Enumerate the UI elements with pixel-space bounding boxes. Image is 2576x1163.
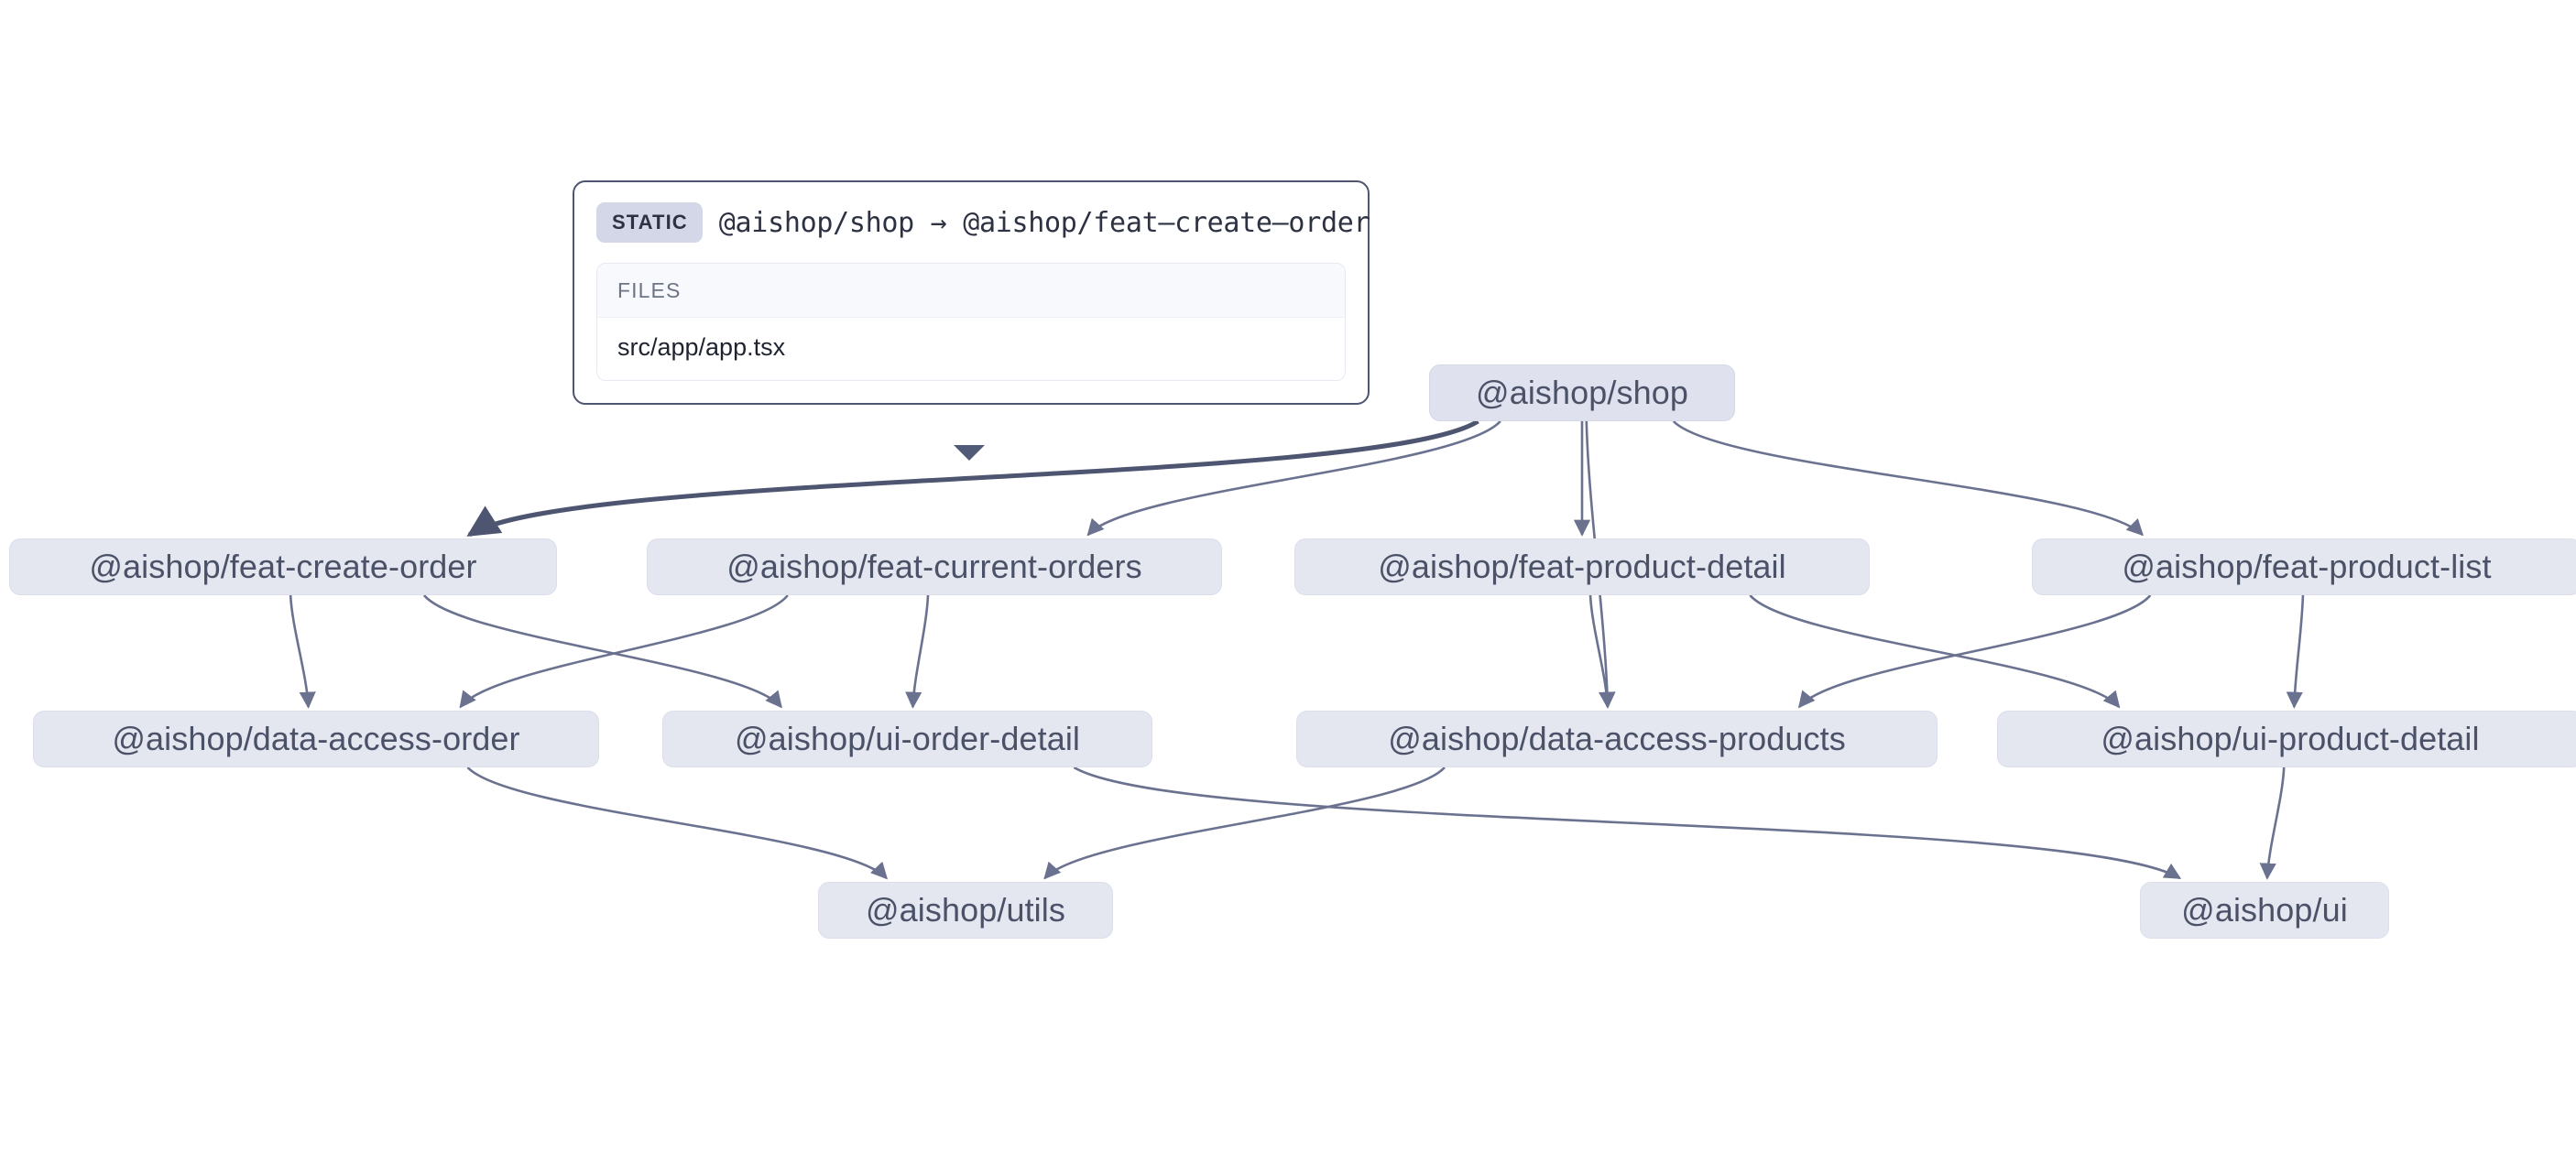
graph-edge-feat-product-list-to-ui-product-detail[interactable] (2294, 595, 2303, 707)
graph-node-ui[interactable]: @aishop/ui (2140, 882, 2389, 939)
edge-detail-tooltip[interactable]: STATIC @aishop/shop → @aishop/feat–creat… (573, 180, 1370, 405)
files-list: src/app/app.tsx (597, 318, 1345, 380)
graph-node-feat-product-detail[interactable]: @aishop/feat-product-detail (1294, 538, 1870, 595)
graph-node-ui-order-detail[interactable]: @aishop/ui-order-detail (662, 711, 1152, 767)
graph-node-ui-product-detail[interactable]: @aishop/ui-product-detail (1997, 711, 2576, 767)
graph-edge-feat-product-detail-to-ui-product-detail[interactable] (1750, 595, 2119, 707)
graph-node-label: @aishop/shop (1476, 374, 1688, 412)
graph-node-label: @aishop/feat-current-orders (726, 548, 1141, 586)
files-panel: FILES src/app/app.tsx (596, 263, 1346, 381)
graph-edge-feat-product-list-to-data-access-products[interactable] (1799, 595, 2150, 707)
tooltip-title: @aishop/shop → @aishop/feat–create–order (719, 207, 1370, 239)
graph-node-label: @aishop/data-access-products (1388, 720, 1846, 758)
tooltip-pointer-triangle (954, 445, 985, 461)
graph-node-data-access-products[interactable]: @aishop/data-access-products (1296, 711, 1937, 767)
graph-edge-feat-current-orders-to-data-access-order[interactable] (461, 595, 788, 707)
graph-node-label: @aishop/feat-product-detail (1378, 548, 1786, 586)
graph-node-feat-current-orders[interactable]: @aishop/feat-current-orders (647, 538, 1222, 595)
graph-node-shop[interactable]: @aishop/shop (1429, 364, 1735, 421)
graph-edge-feat-current-orders-to-ui-order-detail[interactable] (912, 595, 928, 707)
graph-node-label: @aishop/data-access-order (112, 720, 519, 758)
status-badge: STATIC (596, 202, 703, 243)
graph-node-data-access-order[interactable]: @aishop/data-access-order (33, 711, 599, 767)
graph-node-label: @aishop/feat-product-list (2122, 548, 2491, 586)
graph-node-feat-create-order[interactable]: @aishop/feat-create-order (9, 538, 557, 595)
graph-edge-shop-to-feat-product-list[interactable] (1674, 421, 2143, 535)
tooltip-header: STATIC @aishop/shop → @aishop/feat–creat… (596, 202, 1346, 243)
graph-edge-feat-create-order-to-data-access-order[interactable] (290, 595, 308, 707)
graph-node-label: @aishop/ui (2181, 891, 2348, 929)
graph-node-label: @aishop/ui-product-detail (2101, 720, 2479, 758)
file-row[interactable]: src/app/app.tsx (597, 318, 1345, 380)
graph-node-label: @aishop/ui-order-detail (735, 720, 1080, 758)
graph-node-label: @aishop/feat-create-order (89, 548, 476, 586)
graph-edge-feat-create-order-to-ui-order-detail[interactable] (424, 595, 781, 707)
graph-node-feat-product-list[interactable]: @aishop/feat-product-list (2032, 538, 2576, 595)
graph-edge-ui-product-detail-to-ui[interactable] (2267, 767, 2284, 878)
graph-edge-data-access-products-to-utils[interactable] (1044, 767, 1444, 878)
graph-edge-shop-to-feat-create-order[interactable] (469, 421, 1478, 535)
files-panel-header: FILES (597, 264, 1345, 318)
graph-edge-data-access-order-to-utils[interactable] (468, 767, 887, 878)
graph-node-utils[interactable]: @aishop/utils (818, 882, 1113, 939)
graph-edge-shop-to-feat-current-orders[interactable] (1088, 421, 1501, 535)
graph-node-label: @aishop/utils (866, 891, 1065, 929)
